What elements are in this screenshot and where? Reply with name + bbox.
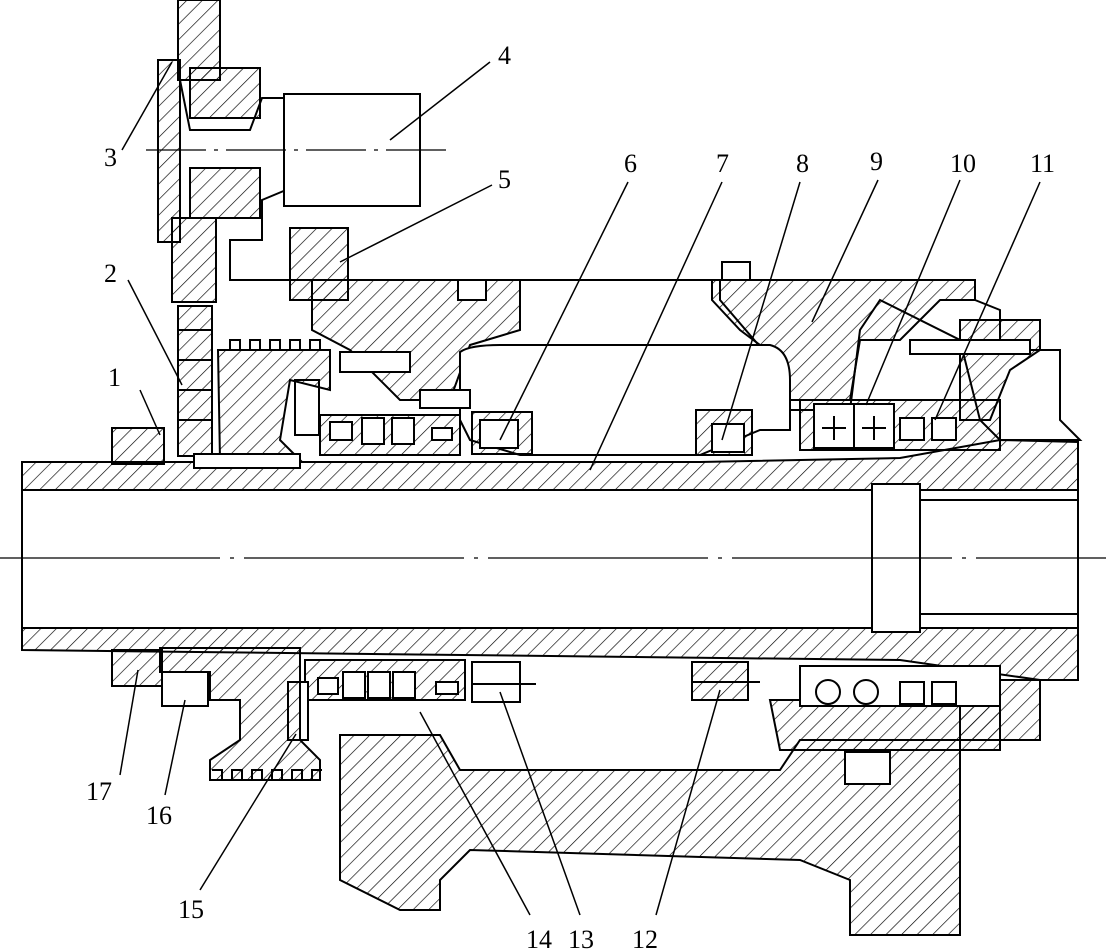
bearing-6 <box>471 411 533 455</box>
callout-13: 13 <box>568 925 594 952</box>
callout-2: 2 <box>104 259 117 288</box>
leader-lines <box>119 61 1041 916</box>
bearing-set-lower-left <box>287 659 466 741</box>
callout-11: 11 <box>1030 149 1055 178</box>
callout-labels: 1 2 3 4 5 6 7 8 9 10 11 12 13 14 15 16 1… <box>86 41 1055 952</box>
callout-16: 16 <box>146 801 172 830</box>
motor-4 <box>146 93 454 207</box>
bearing-13 <box>471 661 536 703</box>
lower-housing <box>339 678 1001 936</box>
callout-1: 1 <box>108 363 121 392</box>
spindle-shaft <box>21 438 1079 681</box>
pulley-lower-teeth <box>111 647 322 781</box>
bearing-set-lower-right <box>799 665 1041 741</box>
callout-17: 17 <box>86 777 112 806</box>
callout-6: 6 <box>624 149 637 178</box>
callout-8: 8 <box>796 149 809 178</box>
callout-10: 10 <box>950 149 976 178</box>
callout-9: 9 <box>870 147 883 176</box>
callout-12: 12 <box>632 925 658 952</box>
callout-7: 7 <box>716 149 729 178</box>
callout-15: 15 <box>178 895 204 924</box>
callout-4: 4 <box>498 41 511 70</box>
callout-5: 5 <box>498 165 511 194</box>
bearing-set-upper-right <box>799 339 1031 451</box>
nut-1 <box>111 427 301 469</box>
bearing-12 <box>691 661 760 701</box>
callout-3: 3 <box>104 143 117 172</box>
callout-14: 14 <box>526 925 552 952</box>
bearing-set-upper-left <box>294 351 471 456</box>
